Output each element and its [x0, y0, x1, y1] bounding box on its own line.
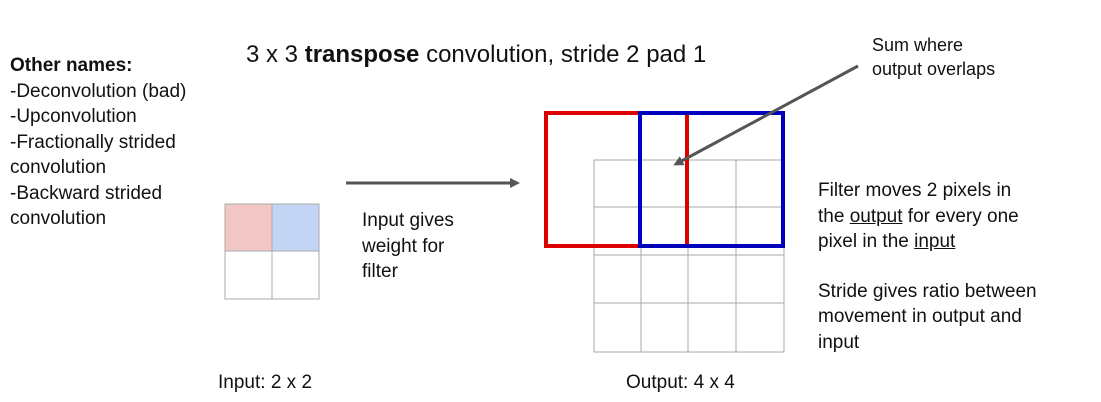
- red-filter-window: [544, 111, 689, 248]
- filter-note-underlined: output: [849, 205, 903, 227]
- input-note-line: Input gives: [362, 210, 454, 231]
- other-name-item: -Fractionally strided: [10, 131, 176, 153]
- overlap-arrow: [673, 64, 859, 166]
- input-note-line: weight for: [362, 235, 445, 257]
- other-names-list: Other names: -Deconvolution (bad) -Upcon…: [10, 53, 186, 232]
- other-name-item: convolution: [10, 208, 107, 229]
- output-caption: Output: 4 x 4: [626, 372, 735, 393]
- title-prefix: 3 x 3: [246, 41, 305, 68]
- input-note-line: filter: [362, 261, 398, 282]
- other-names-heading: Other names:: [10, 55, 133, 76]
- title-bold: transpose: [304, 41, 420, 68]
- sum-note-line: Sum where: [872, 35, 964, 55]
- filter-note-line-3: pixel in the input: [818, 229, 1098, 255]
- other-name-item: convolution: [10, 157, 107, 178]
- filter-note-text: pixel in the: [818, 231, 915, 252]
- input-cell-blue: [271, 203, 320, 252]
- filter-note-line-1: Filter moves 2 pixels in: [818, 180, 1012, 201]
- other-name-item: -Backward strided: [10, 182, 163, 204]
- input-cell: [271, 250, 320, 300]
- sum-note: Sum where output overlaps: [872, 33, 995, 81]
- input-cell: [224, 250, 273, 300]
- other-name-item: -Deconvolution (bad): [10, 80, 187, 102]
- filter-note-line-2: the output for every one: [818, 204, 1098, 230]
- input-grid: [224, 203, 320, 300]
- title-suffix: convolution, stride 2 pad 1: [419, 41, 707, 68]
- input-cell-red: [224, 203, 273, 252]
- sum-note-line: output overlaps: [872, 59, 996, 79]
- filter-note-text: the: [818, 205, 850, 227]
- filter-note-underlined: input: [914, 231, 956, 252]
- filter-stride-notes: Filter moves 2 pixels in the output for …: [818, 178, 1098, 355]
- blue-filter-window: [638, 111, 785, 248]
- other-name-item: -Upconvolution: [10, 106, 137, 127]
- input-caption: Input: 2 x 2: [218, 372, 313, 393]
- stride-note-line: Stride gives ratio between: [818, 280, 1037, 302]
- filter-note-text: for every one: [902, 205, 1019, 227]
- diagram-title: 3 x 3 transpose convolution, stride 2 pa…: [246, 40, 706, 70]
- stride-note-line: input: [818, 331, 860, 353]
- input-note: Input gives weight for filter: [362, 208, 454, 285]
- stride-note-line: movement in output and: [818, 306, 1022, 327]
